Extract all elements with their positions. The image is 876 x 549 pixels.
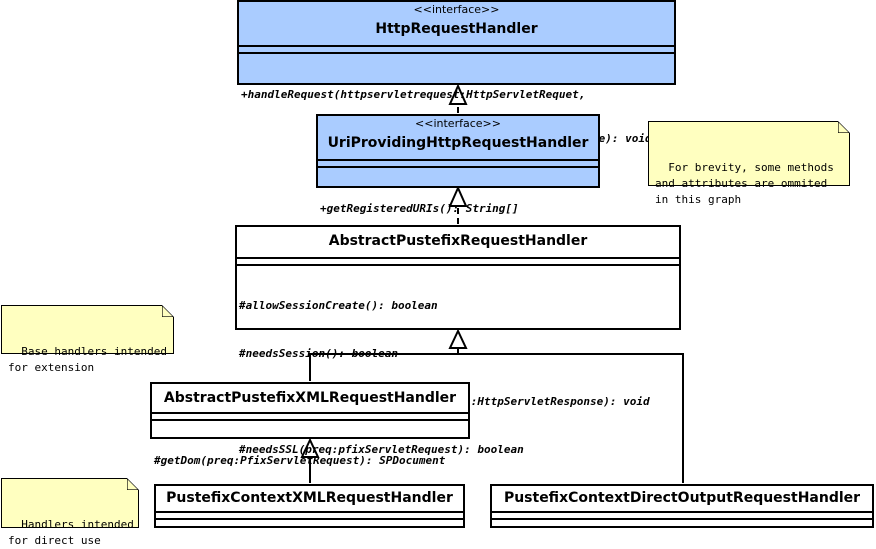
- note-brevity[interactable]: For brevity, some methods and attributes…: [648, 121, 850, 206]
- stereotype-label: <<interface>>: [413, 3, 500, 16]
- generalization-to-abstract: [309, 353, 684, 483]
- attribute-compartment: [239, 45, 674, 52]
- operation: #needsSession(): boolean: [239, 347, 398, 360]
- generalization-arrowhead-xml: [300, 437, 320, 458]
- note-text: For brevity, some methods and attributes…: [655, 161, 834, 206]
- class-http-request-handler[interactable]: <<interface>> HttpRequestHandler +handle…: [237, 0, 676, 145]
- generalization-arrowhead-abstract: [448, 328, 468, 349]
- note-fold-icon: [127, 478, 139, 490]
- class-name: AbstractPustefixXMLRequestHandler: [163, 390, 457, 406]
- class-name: PustefixContextXMLRequestHandler: [166, 490, 453, 506]
- attribute-compartment: [318, 159, 598, 166]
- class-name: UriProvidingHttpRequestHandler: [327, 135, 589, 151]
- stereotype-label: <<interface>>: [415, 117, 501, 130]
- attribute-compartment: [492, 511, 872, 518]
- operations-compartment: #getDom(preq:PfixServletRequest): SPDocu…: [152, 419, 468, 501]
- operation: #needsSSL(preq:pfixServletRequest): bool…: [239, 443, 524, 456]
- note-text: Base handlers intended for extension: [8, 345, 167, 374]
- class-name: AbstractPustefixRequestHandler: [328, 233, 588, 249]
- note-fold-icon: [162, 305, 174, 317]
- attribute-compartment: [152, 412, 468, 419]
- class-name: PustefixContextDirectOutputRequestHandle…: [503, 490, 861, 506]
- operation: +getRegisteredURIs(): String[]: [320, 202, 519, 215]
- operation: +handleRequest(httpservletrequest:HttpSe…: [241, 88, 586, 101]
- class-abstract-pustefix-handler[interactable]: AbstractPustefixRequestHandler #allowSes…: [235, 225, 681, 456]
- realization-arrowhead-uri: [448, 185, 468, 207]
- attribute-compartment: [237, 257, 679, 264]
- class-context-xml-handler[interactable]: PustefixContextXMLRequestHandler: [154, 484, 465, 528]
- note-text: Handlers intended for direct use: [8, 518, 134, 547]
- note-base-handlers[interactable]: Base handlers intended for extension: [1, 305, 174, 374]
- class-abstract-xml-handler[interactable]: AbstractPustefixXMLRequestHandler #getDo…: [150, 382, 470, 467]
- relationship-edges: [300, 83, 684, 483]
- operation: #getDom(preq:PfixServletRequest): SPDocu…: [154, 454, 446, 467]
- note-fold-icon: [838, 121, 850, 133]
- class-context-direct-handler[interactable]: PustefixContextDirectOutputRequestHandle…: [490, 484, 874, 528]
- class-name: HttpRequestHandler: [375, 21, 538, 37]
- note-direct-use[interactable]: Handlers intended for direct use: [1, 478, 139, 547]
- realization-arrowhead-http: [448, 83, 468, 105]
- operation: #allowSessionCreate(): boolean: [239, 299, 438, 312]
- operations-compartment: [156, 518, 463, 525]
- operations-compartment: +getRegisteredURIs(): String[]: [318, 166, 598, 249]
- attribute-compartment: [156, 511, 463, 518]
- class-uri-providing-handler[interactable]: <<interface>> UriProvidingHttpRequestHan…: [316, 114, 600, 215]
- operations-compartment: [492, 518, 872, 525]
